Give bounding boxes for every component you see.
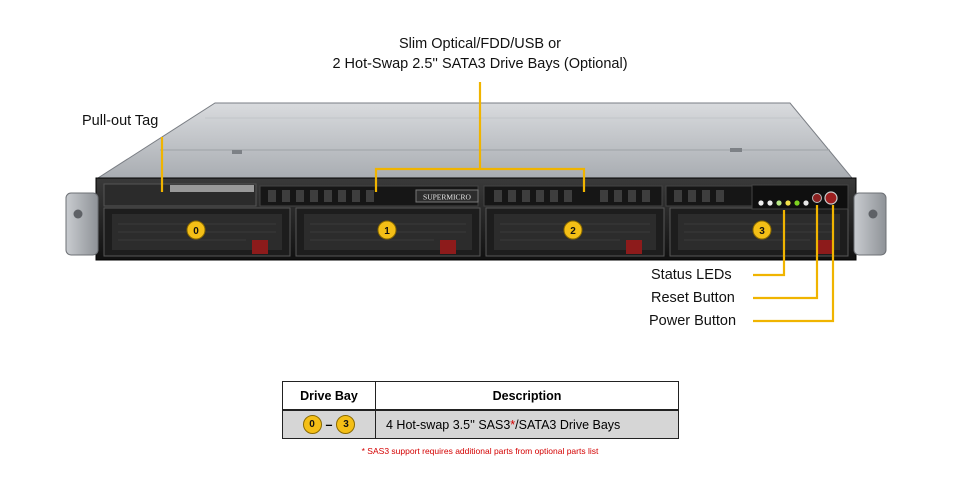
pull-out-tag-callout: Pull-out Tag	[82, 113, 159, 129]
bay-number-3: 3	[759, 226, 765, 237]
slim-optical-callout-line1: Slim Optical/FDD/USB or	[399, 36, 561, 52]
slim-optical-callout-line2: 2 Hot-Swap 2.5'' SATA3 Drive Bays (Optio…	[332, 56, 628, 72]
drive-bay-description: 4 Hot-swap 3.5'' SAS3*/SATA3 Drive Bays	[375, 409, 679, 439]
bay-badge-0: 0	[186, 220, 206, 240]
description-asterisk: *	[510, 417, 516, 432]
status-leds-leader	[753, 210, 786, 277]
supermicro-logo: SUPERMICRO	[423, 193, 472, 202]
bay-number-0: 0	[193, 226, 199, 237]
reset-button-callout: Reset Button	[651, 290, 735, 306]
status-leds	[758, 200, 809, 206]
bay-range-end: 3	[336, 415, 356, 434]
footnote: * SAS3 support requires additional parts…	[361, 446, 599, 456]
rack-ear-right	[853, 192, 887, 256]
bay-range-separator: –	[325, 417, 333, 432]
bay-badge-2: 2	[563, 220, 583, 240]
reset-button	[812, 193, 822, 203]
bay-number-1: 1	[384, 226, 390, 237]
supermicro-logo-plate	[415, 189, 479, 203]
power-button	[824, 191, 838, 205]
drive-bay-table: Drive Bay Description 0–3 4 Hot-swap 3.5…	[282, 381, 679, 439]
rack-ear-left	[65, 192, 99, 256]
power-button-callout: Power Button	[649, 313, 737, 329]
table-header-drive-bay: Drive Bay	[282, 381, 376, 411]
reset-button-leader	[753, 205, 819, 300]
bay-number-2: 2	[570, 226, 576, 237]
status-leds-callout: Status LEDs	[651, 267, 732, 283]
drive-bay-range: 0–3	[282, 409, 376, 439]
bay-badge-1: 1	[377, 220, 397, 240]
power-button-leader	[753, 205, 835, 323]
chassis-top	[96, 102, 854, 179]
table-row: 0–3 4 Hot-swap 3.5'' SAS3*/SATA3 Drive B…	[282, 409, 679, 439]
table-header-description: Description	[375, 381, 679, 411]
description-text-post: /SATA3 Drive Bays	[515, 417, 621, 432]
bay-range-start: 0	[302, 415, 322, 434]
description-text-pre: 4 Hot-swap 3.5'' SAS3	[386, 417, 511, 432]
bay-badge-3: 3	[752, 220, 772, 240]
